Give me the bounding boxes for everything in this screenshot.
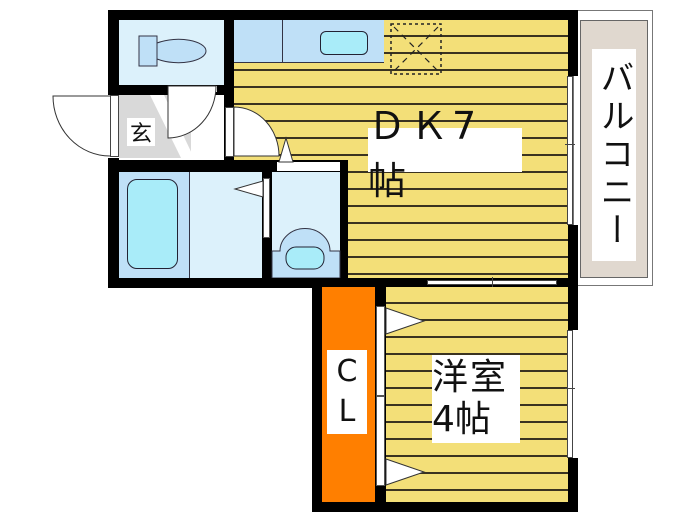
bath-door[interactable] (263, 178, 270, 238)
dk-label: ＤＫ7帖 (368, 104, 522, 203)
fridge-space-icon (390, 23, 442, 75)
closet-door-upper[interactable] (376, 306, 385, 396)
dk-door-swing-icon (233, 106, 280, 157)
balcony-label-text: バルコニー (594, 60, 634, 250)
western-room-label-line2: 4帖 (432, 399, 491, 440)
wall-lower-bottom (312, 502, 578, 512)
dk-door[interactable] (225, 107, 234, 157)
closet-door-arrow-upper-icon (385, 307, 426, 335)
dk-window[interactable] (567, 76, 573, 225)
toilet-icon (138, 35, 207, 67)
closet-label: C L (327, 350, 367, 434)
wall-right-upper (568, 10, 578, 76)
front-door[interactable] (110, 95, 119, 157)
bathtub (127, 179, 178, 269)
wall-right-mid (568, 225, 578, 289)
entrance-label-text: 玄 (129, 122, 152, 147)
wall-lower-right-bottom (568, 458, 578, 512)
wall-top (108, 10, 578, 20)
western-window-mark (565, 388, 575, 389)
bath-divider (189, 172, 190, 278)
washroom-arrow-up-icon (278, 136, 294, 163)
western-room-label-line1: 洋室 (432, 357, 509, 398)
wall-left-lower (108, 158, 119, 288)
western-room-label: 洋室 4帖 (432, 355, 520, 443)
balcony: バルコニー (580, 20, 648, 278)
front-door-swing-icon (52, 95, 111, 157)
wall-lower-left (312, 278, 322, 512)
wall-lower-right-top (568, 278, 578, 330)
closet-label-c: C (336, 354, 358, 389)
entrance-label: 玄 (127, 118, 155, 147)
wall-left-upper (108, 10, 119, 95)
bath-door-arrow-icon (233, 180, 264, 198)
counter-divider (282, 20, 283, 63)
sliding-door-mark (492, 277, 493, 287)
closet-door-lower[interactable] (376, 396, 385, 486)
dk-label-text: ＤＫ7帖 (368, 104, 481, 203)
kitchen-sink (320, 31, 368, 55)
washroom-door-top[interactable] (277, 162, 340, 171)
western-window[interactable] (567, 330, 573, 458)
closet-label-l: L (338, 394, 356, 429)
toilet-door-swing-icon[interactable] (167, 85, 218, 140)
wall-bath-bottom (108, 278, 348, 288)
wash-basin-icon (271, 228, 341, 279)
wall-bath-right-block (340, 160, 348, 288)
balcony-label: バルコニー (592, 49, 636, 261)
dk-window-mark (565, 144, 575, 145)
closet-door-arrow-lower-icon (385, 458, 426, 486)
